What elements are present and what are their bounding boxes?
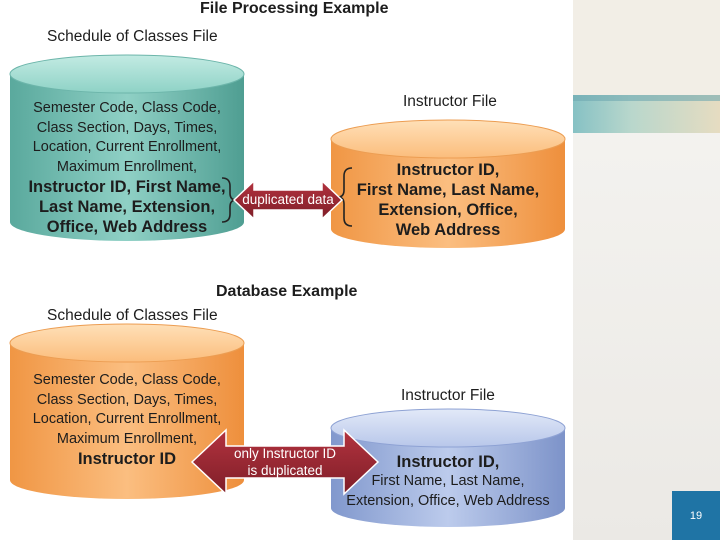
- schedule-top-fields: Semester Code, Class Code, Class Section…: [28, 100, 226, 236]
- title-database: Database Example: [216, 283, 358, 300]
- arrow-top-label: duplicated data: [242, 192, 334, 207]
- cylinder-schedule-top: [9, 54, 245, 241]
- cylinder-schedule-bottom: [9, 323, 245, 499]
- cylinder-instructor-bottom: [330, 408, 566, 527]
- instructor-bottom-fields: Instructor ID, First Name, Last Name, Ex…: [346, 453, 550, 509]
- side-stripe: [573, 95, 720, 133]
- label-schedule-bottom: Schedule of Classes File: [47, 307, 218, 324]
- cylinder-instructor-top: [330, 119, 566, 248]
- schedule-bottom-fields: Semester Code, Class Code, Class Section…: [32, 372, 222, 468]
- arrow-bottom-label: only Instructor ID is duplicated: [233, 446, 337, 478]
- page-number: 19: [689, 509, 703, 522]
- label-instructor-top: Instructor File: [403, 93, 497, 110]
- label-instructor-bottom: Instructor File: [401, 387, 495, 404]
- label-schedule-top: Schedule of Classes File: [47, 28, 218, 45]
- side-panel-cream: [573, 0, 720, 95]
- instructor-top-fields: Instructor ID, First Name, Last Name, Ex…: [356, 161, 540, 239]
- double-arrow-bottom-icon: [190, 428, 380, 496]
- double-arrow-top-icon: [232, 179, 344, 221]
- title-file-processing: File Processing Example: [200, 0, 389, 17]
- page-number-badge: 19: [672, 491, 720, 540]
